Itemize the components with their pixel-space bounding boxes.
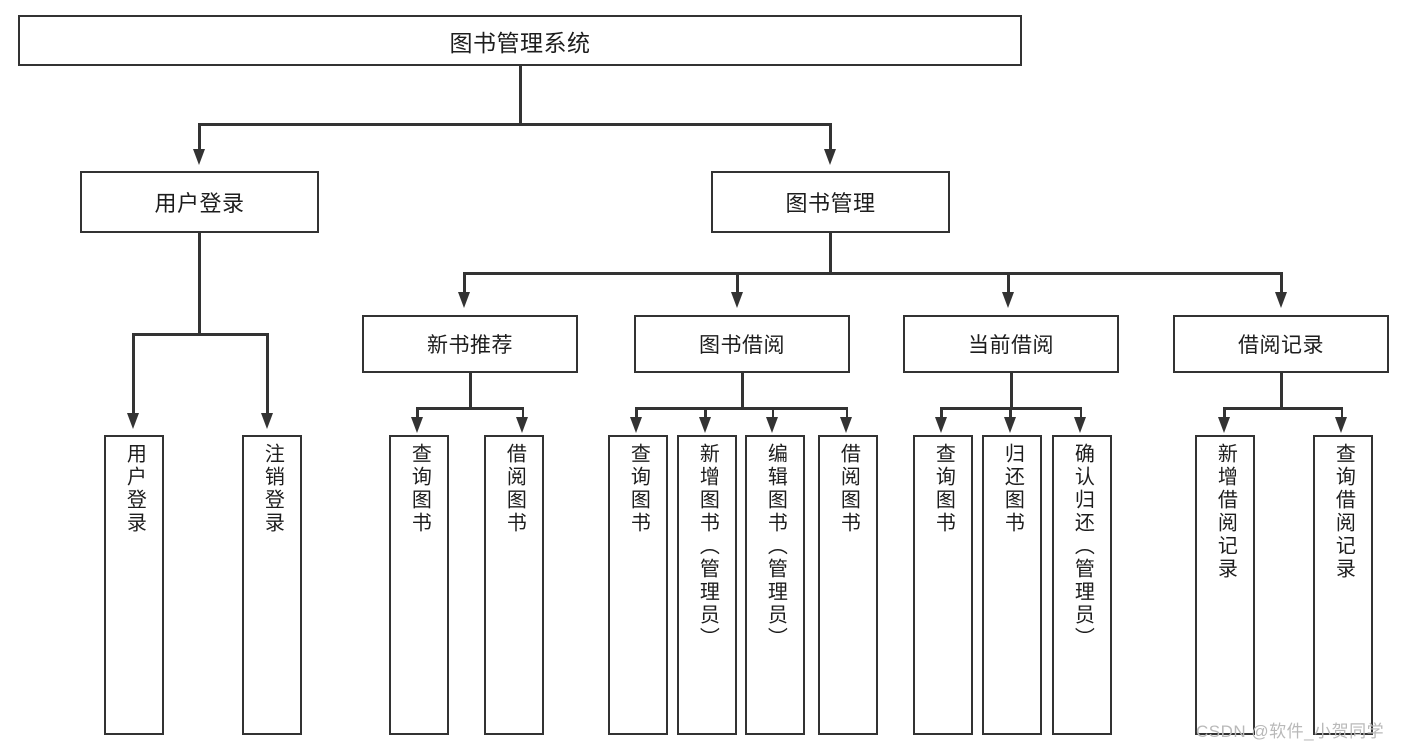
connector-current-borrow-drop-1 (940, 407, 943, 419)
connector-borrow-record-drop-1 (1223, 407, 1226, 419)
connector-borrow-record-stem (1280, 373, 1283, 409)
node-book-borrow-label: 图书借阅 (699, 334, 785, 357)
connector-new-book-rec-stem (469, 373, 472, 409)
arrowhead-leaf-query-book-3 (934, 417, 947, 433)
node-root-label: 图书管理系统 (449, 29, 591, 56)
arrowhead-leaf-add-record (1217, 417, 1230, 433)
connector-book-manage-drop-1 (463, 272, 466, 294)
leaf-return-book-label: 归还图书 (1001, 443, 1024, 535)
arrowhead-leaf-query-book-1 (410, 417, 423, 433)
leaf-add-book[interactable]: 新增图书（管理员） (677, 435, 737, 735)
arrowhead-leaf-borrow-book-1 (516, 417, 528, 433)
arrowhead-borrow-record (1274, 292, 1287, 308)
leaf-query-book-1-label: 查询图书 (408, 443, 431, 535)
arrowhead-current-borrow (1001, 292, 1014, 308)
arrowhead-leaf-logout (260, 413, 273, 429)
leaf-confirm-return[interactable]: 确认归还（管理员） (1052, 435, 1112, 735)
leaf-borrow-book-1[interactable]: 借阅图书 (484, 435, 544, 735)
connector-book-borrow-stem (741, 373, 744, 409)
node-new-book-rec-label: 新书推荐 (427, 334, 513, 357)
connector-user-login-drop-2 (266, 333, 269, 415)
arrowhead-leaf-query-record (1335, 417, 1347, 433)
leaf-query-book-2[interactable]: 查询图书 (608, 435, 668, 735)
connector-book-manage-drop-4 (1280, 272, 1283, 294)
leaf-query-book-2-label: 查询图书 (627, 443, 650, 535)
connector-new-book-rec-drop-2 (521, 407, 524, 419)
leaf-query-record[interactable]: 查询借阅记录 (1313, 435, 1373, 735)
arrowhead-book-borrow (730, 292, 743, 308)
connector-book-borrow-drop-4 (845, 407, 848, 419)
arrowhead-leaf-return-book (1003, 417, 1016, 433)
leaf-edit-book-label: 编辑图书（管理员） (764, 443, 787, 650)
arrowhead-leaf-borrow-book-2 (840, 417, 852, 433)
leaf-add-record-label: 新增借阅记录 (1214, 443, 1237, 581)
leaf-borrow-book-1-label: 借阅图书 (503, 443, 526, 535)
arrowhead-user-login (192, 149, 205, 165)
connector-book-borrow-drop-2 (704, 407, 707, 419)
connector-user-login-bar (132, 333, 266, 336)
node-user-login-label: 用户登录 (154, 191, 245, 216)
connector-root-stem (519, 66, 522, 125)
node-user-login[interactable]: 用户登录 (80, 171, 319, 233)
node-borrow-record[interactable]: 借阅记录 (1173, 315, 1389, 373)
node-book-manage-label: 图书管理 (785, 191, 876, 216)
arrowhead-book-manage (823, 149, 836, 165)
leaf-return-book[interactable]: 归还图书 (982, 435, 1042, 735)
leaf-add-record[interactable]: 新增借阅记录 (1195, 435, 1255, 735)
connector-book-borrow-bar (635, 407, 848, 410)
arrowhead-new-book-rec (457, 292, 470, 308)
leaf-logout-label: 注销登录 (261, 443, 284, 535)
arrowhead-leaf-user-login (126, 413, 139, 429)
leaf-query-record-label: 查询借阅记录 (1332, 443, 1355, 581)
connector-new-book-rec-drop-1 (416, 407, 419, 419)
connector-borrow-record-bar (1223, 407, 1343, 410)
node-borrow-record-label: 借阅记录 (1238, 334, 1324, 357)
leaf-borrow-book-2-label: 借阅图书 (837, 443, 860, 535)
leaf-add-book-label: 新增图书（管理员） (696, 443, 719, 650)
connector-user-login-stem (198, 233, 201, 335)
connector-book-manage-drop-2 (736, 272, 739, 294)
connector-root-drop-right (829, 123, 832, 151)
arrowhead-leaf-query-book-2 (629, 417, 642, 433)
leaf-query-book-3[interactable]: 查询图书 (913, 435, 973, 735)
connector-borrow-record-drop-2 (1340, 407, 1343, 419)
connector-book-manage-bar (463, 272, 1283, 275)
connector-current-borrow-drop-3 (1079, 407, 1082, 419)
node-new-book-rec[interactable]: 新书推荐 (362, 315, 578, 373)
leaf-query-book-3-label: 查询图书 (932, 443, 955, 535)
leaf-query-book-1[interactable]: 查询图书 (389, 435, 449, 735)
connector-user-login-drop-1 (132, 333, 135, 415)
node-current-borrow[interactable]: 当前借阅 (903, 315, 1119, 373)
connector-current-borrow-stem (1010, 373, 1013, 409)
leaf-confirm-return-label: 确认归还（管理员） (1071, 443, 1094, 650)
node-book-borrow[interactable]: 图书借阅 (634, 315, 850, 373)
leaf-logout[interactable]: 注销登录 (242, 435, 302, 735)
connector-root-bar (198, 123, 831, 126)
leaf-user-login-label: 用户登录 (123, 443, 146, 535)
leaf-borrow-book-2[interactable]: 借阅图书 (818, 435, 878, 735)
arrowhead-leaf-add-book (698, 417, 711, 433)
arrowhead-leaf-edit-book (766, 417, 778, 433)
connector-book-borrow-drop-1 (635, 407, 638, 419)
node-book-manage[interactable]: 图书管理 (711, 171, 950, 233)
leaf-edit-book[interactable]: 编辑图书（管理员） (745, 435, 805, 735)
connector-book-borrow-drop-3 (771, 407, 774, 419)
node-current-borrow-label: 当前借阅 (968, 334, 1054, 357)
connector-book-manage-drop-3 (1007, 272, 1010, 294)
connector-new-book-rec-bar (416, 407, 524, 410)
connector-current-borrow-drop-2 (1009, 407, 1012, 419)
arrowhead-leaf-confirm-return (1074, 417, 1086, 433)
node-root[interactable]: 图书管理系统 (18, 15, 1022, 66)
connector-book-manage-stem (829, 233, 832, 274)
connector-root-drop-left (198, 123, 201, 151)
leaf-user-login[interactable]: 用户登录 (104, 435, 164, 735)
